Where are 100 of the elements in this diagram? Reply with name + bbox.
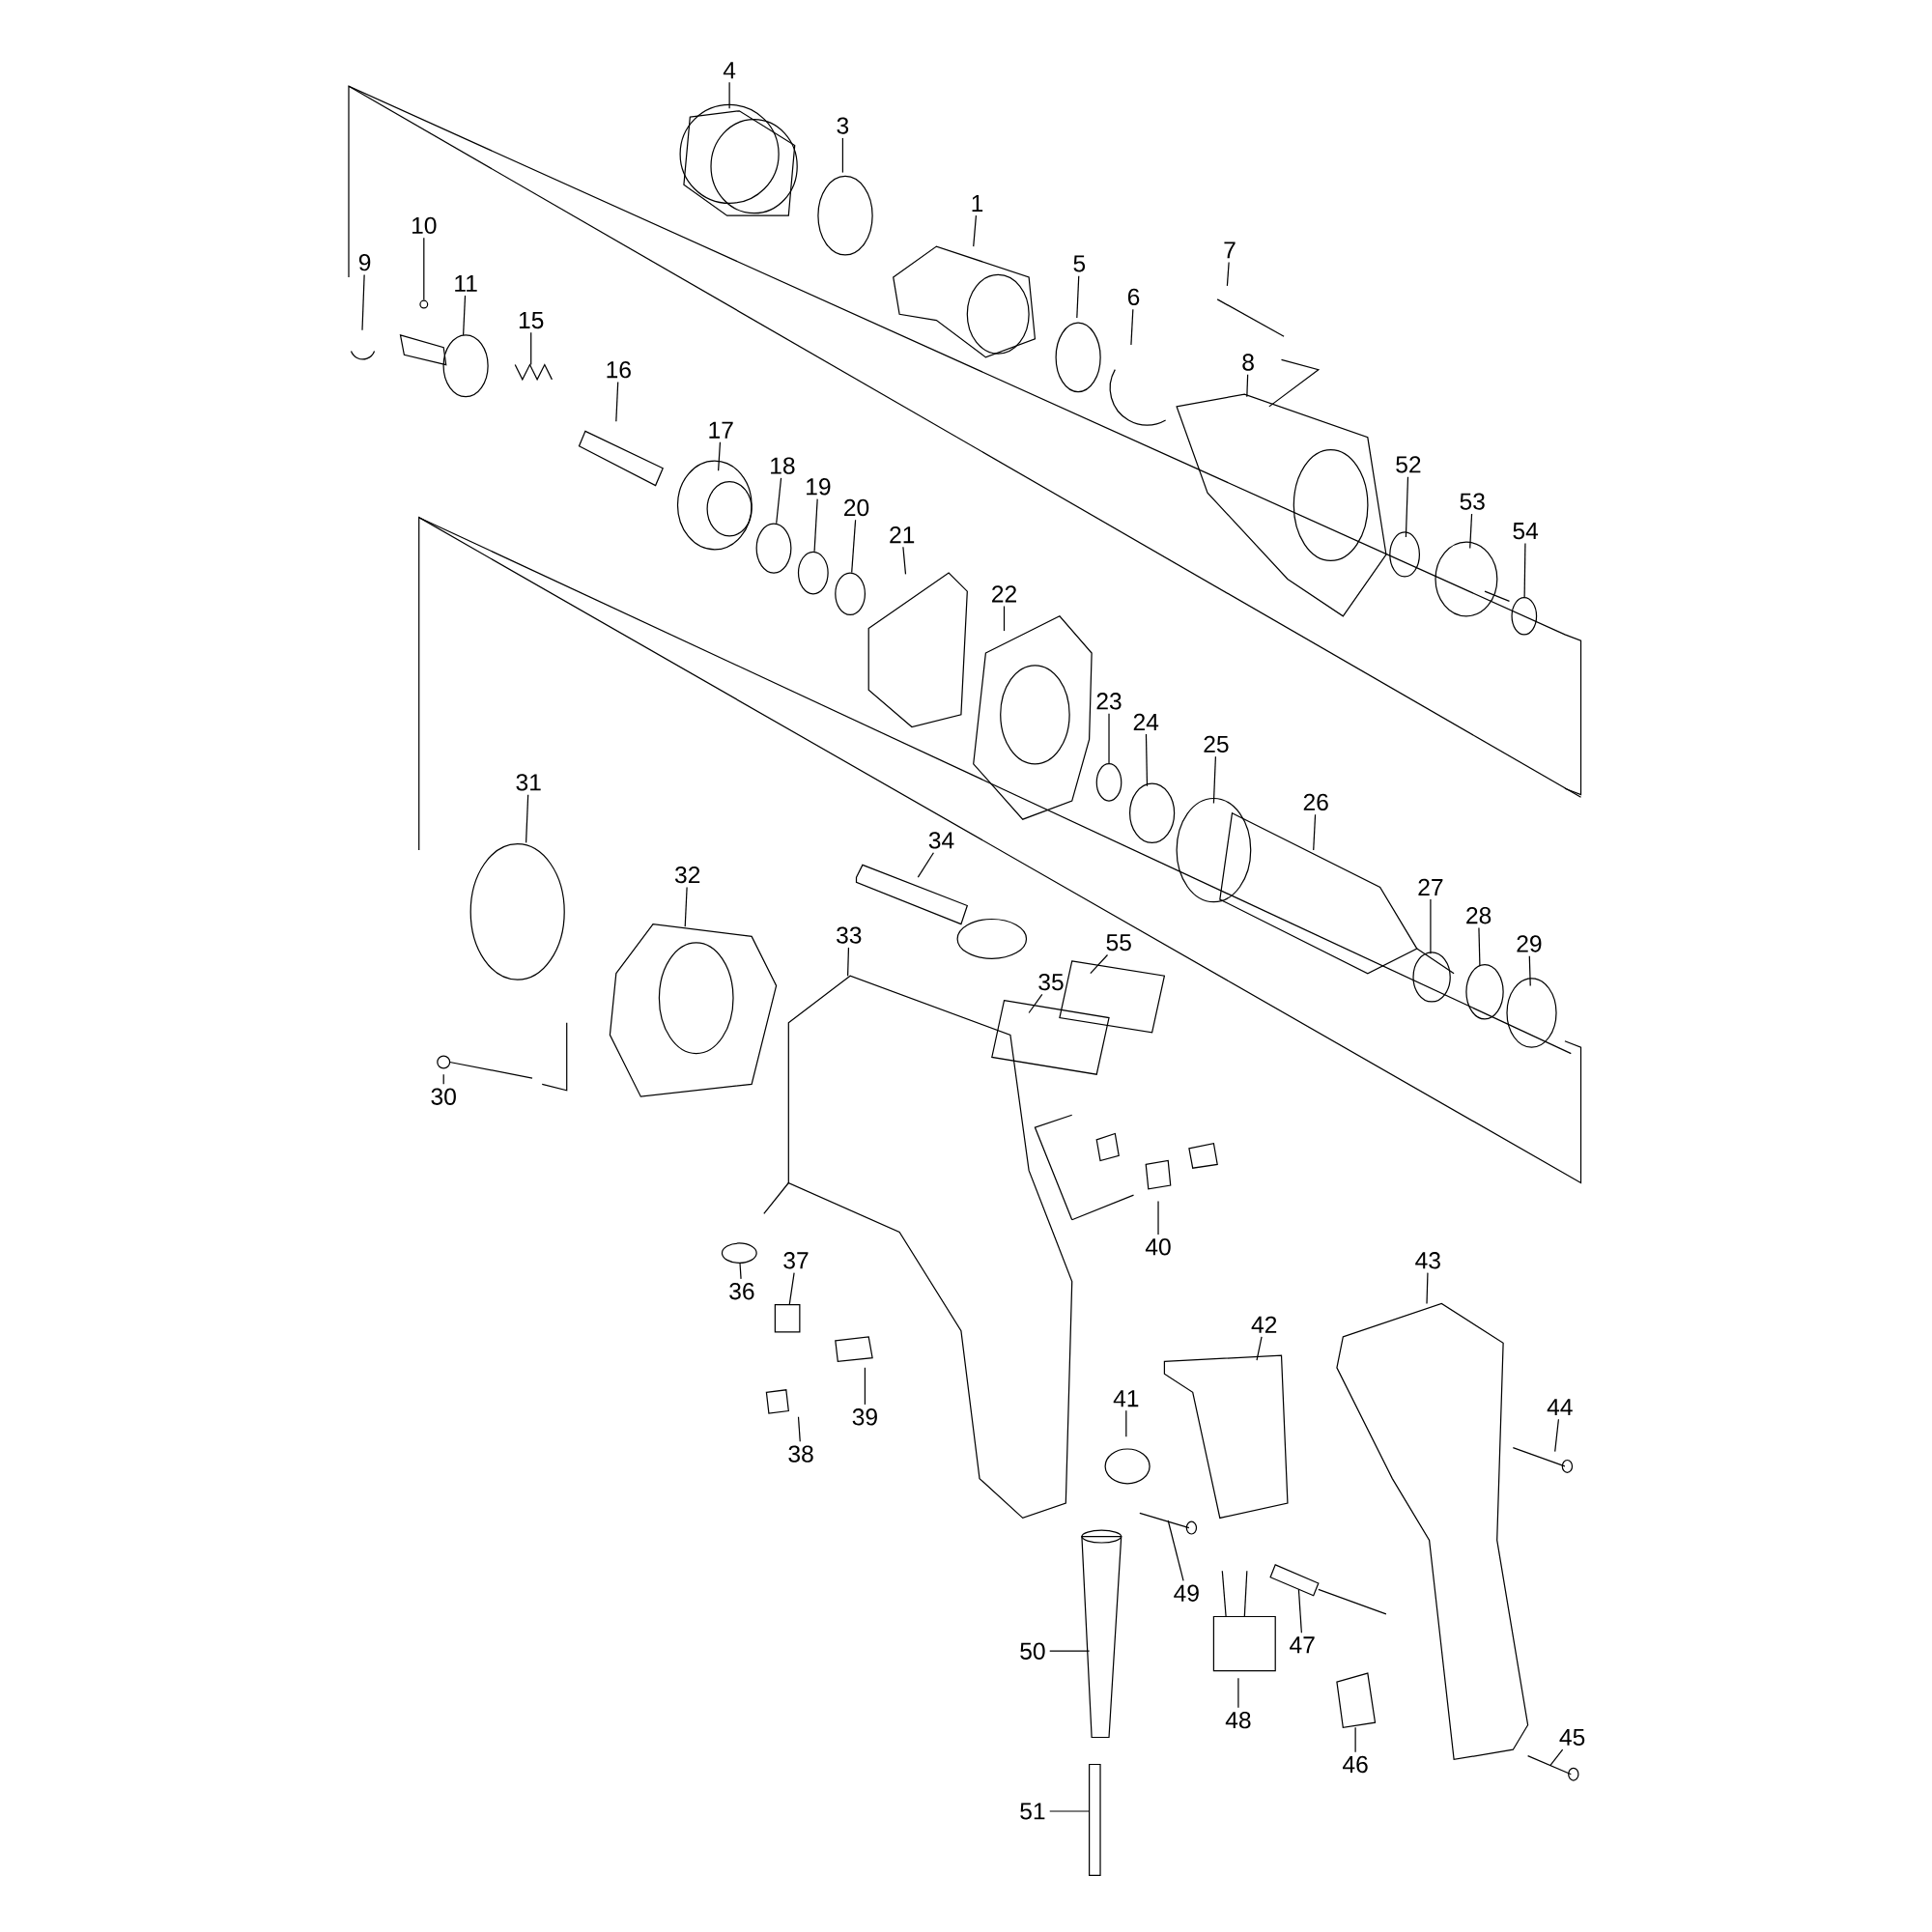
part-outline — [1511, 597, 1538, 636]
leader-line — [423, 237, 425, 301]
leader-line — [463, 295, 467, 336]
leader-line — [718, 441, 722, 471]
callout-number: 1 — [972, 195, 983, 212]
callout-number: 18 — [771, 457, 795, 474]
callout-number: 29 — [1517, 935, 1542, 952]
leader-line — [1076, 275, 1080, 319]
callout-number: 31 — [516, 774, 541, 791]
part-outline — [721, 1242, 757, 1264]
callout-number: 22 — [992, 585, 1016, 603]
callout-number: 5 — [1073, 255, 1086, 272]
leader-line — [1313, 813, 1317, 851]
leader-line — [1528, 955, 1531, 986]
leader-line — [1405, 476, 1409, 538]
callout-number: 39 — [852, 1408, 877, 1426]
callout-number: 49 — [1174, 1584, 1199, 1602]
leader-line — [739, 1263, 742, 1280]
callout-number: 42 — [1251, 1316, 1277, 1333]
leader-line — [361, 273, 365, 331]
leader-line — [1167, 1520, 1184, 1581]
callout-number: 6 — [1127, 288, 1140, 306]
part-outline — [755, 523, 792, 574]
leader-line — [1478, 926, 1481, 967]
callout-number: 20 — [844, 498, 869, 517]
leader-line — [1354, 1726, 1356, 1753]
leader-line — [841, 137, 844, 174]
callout-number: 15 — [519, 312, 544, 329]
leader-line — [973, 214, 978, 247]
leader-line — [1549, 1748, 1564, 1767]
callout-number: 10 — [412, 216, 437, 235]
leader-line — [684, 886, 688, 927]
leader-line — [526, 794, 529, 843]
callout-number: 4 — [723, 62, 736, 79]
callout-number: 37 — [783, 1252, 809, 1269]
callout-number: 36 — [729, 1283, 754, 1300]
leader-line — [917, 852, 934, 878]
leader-line — [1003, 605, 1006, 632]
leader-line — [1212, 755, 1216, 805]
leader-line — [1469, 513, 1473, 550]
callout-number: 27 — [1418, 878, 1443, 895]
leader-line — [1256, 1336, 1263, 1361]
callout-number: 26 — [1303, 793, 1328, 811]
leader-line — [847, 947, 850, 977]
callout-number: 34 — [928, 832, 954, 849]
callout-number: 38 — [788, 1445, 813, 1463]
callout-number: 21 — [890, 526, 915, 544]
callout-number: 24 — [1133, 713, 1159, 730]
leader-line — [1049, 1810, 1091, 1812]
callout-number: 28 — [1466, 907, 1492, 924]
leader-line — [1090, 953, 1109, 975]
callout-number: 46 — [1343, 1755, 1368, 1774]
callout-number: 40 — [1145, 1238, 1171, 1256]
callout-number: 35 — [1038, 973, 1064, 991]
callout-number: 9 — [358, 254, 371, 271]
leader-line — [788, 1272, 795, 1305]
leader-line — [728, 81, 730, 109]
callout-number: 51 — [1020, 1803, 1045, 1820]
callout-number: 41 — [1113, 1390, 1139, 1407]
leader-line — [442, 1073, 444, 1085]
callout-number: 30 — [431, 1088, 456, 1105]
leader-line — [1297, 1588, 1302, 1634]
callout-number: 53 — [1460, 493, 1485, 510]
callout-number: 7 — [1224, 242, 1236, 259]
leader-line — [902, 546, 907, 575]
leader-line — [1108, 713, 1110, 764]
leader-line — [1226, 261, 1230, 287]
callout-number: 8 — [1242, 354, 1254, 371]
callout-number: 17 — [709, 421, 733, 439]
part-outline — [774, 1304, 801, 1333]
callout-number: 19 — [807, 478, 831, 496]
part-outline — [797, 551, 829, 595]
callout-number: 16 — [607, 361, 631, 379]
leader-line — [1523, 542, 1526, 598]
callout-number: 33 — [837, 926, 862, 944]
leader-line — [864, 1367, 867, 1406]
leader-line — [1237, 1677, 1239, 1709]
callout-number: 43 — [1415, 1252, 1440, 1269]
leader-line — [1426, 1272, 1429, 1305]
leader-line — [813, 498, 818, 553]
callout-number: 52 — [1396, 456, 1421, 473]
callout-number: 25 — [1204, 735, 1229, 753]
leader-line — [1430, 898, 1432, 954]
callout-number: 11 — [455, 274, 477, 292]
callout-number: 23 — [1096, 693, 1122, 710]
callout-number: 3 — [837, 117, 849, 134]
leader-line — [1028, 993, 1043, 1014]
leader-line — [851, 519, 857, 574]
leader-line — [1246, 374, 1249, 398]
callout-number: 50 — [1020, 1642, 1045, 1660]
leader-line — [1130, 308, 1134, 346]
callout-number: 45 — [1559, 1728, 1585, 1747]
callout-number: 54 — [1513, 523, 1539, 540]
callout-number: 47 — [1290, 1636, 1315, 1654]
callout-number: 32 — [674, 866, 700, 884]
part-outline — [835, 572, 867, 616]
callout-number: 55 — [1106, 934, 1131, 952]
leader-line — [615, 381, 619, 422]
callout-number: 44 — [1547, 1399, 1573, 1416]
part-outline — [419, 299, 429, 309]
